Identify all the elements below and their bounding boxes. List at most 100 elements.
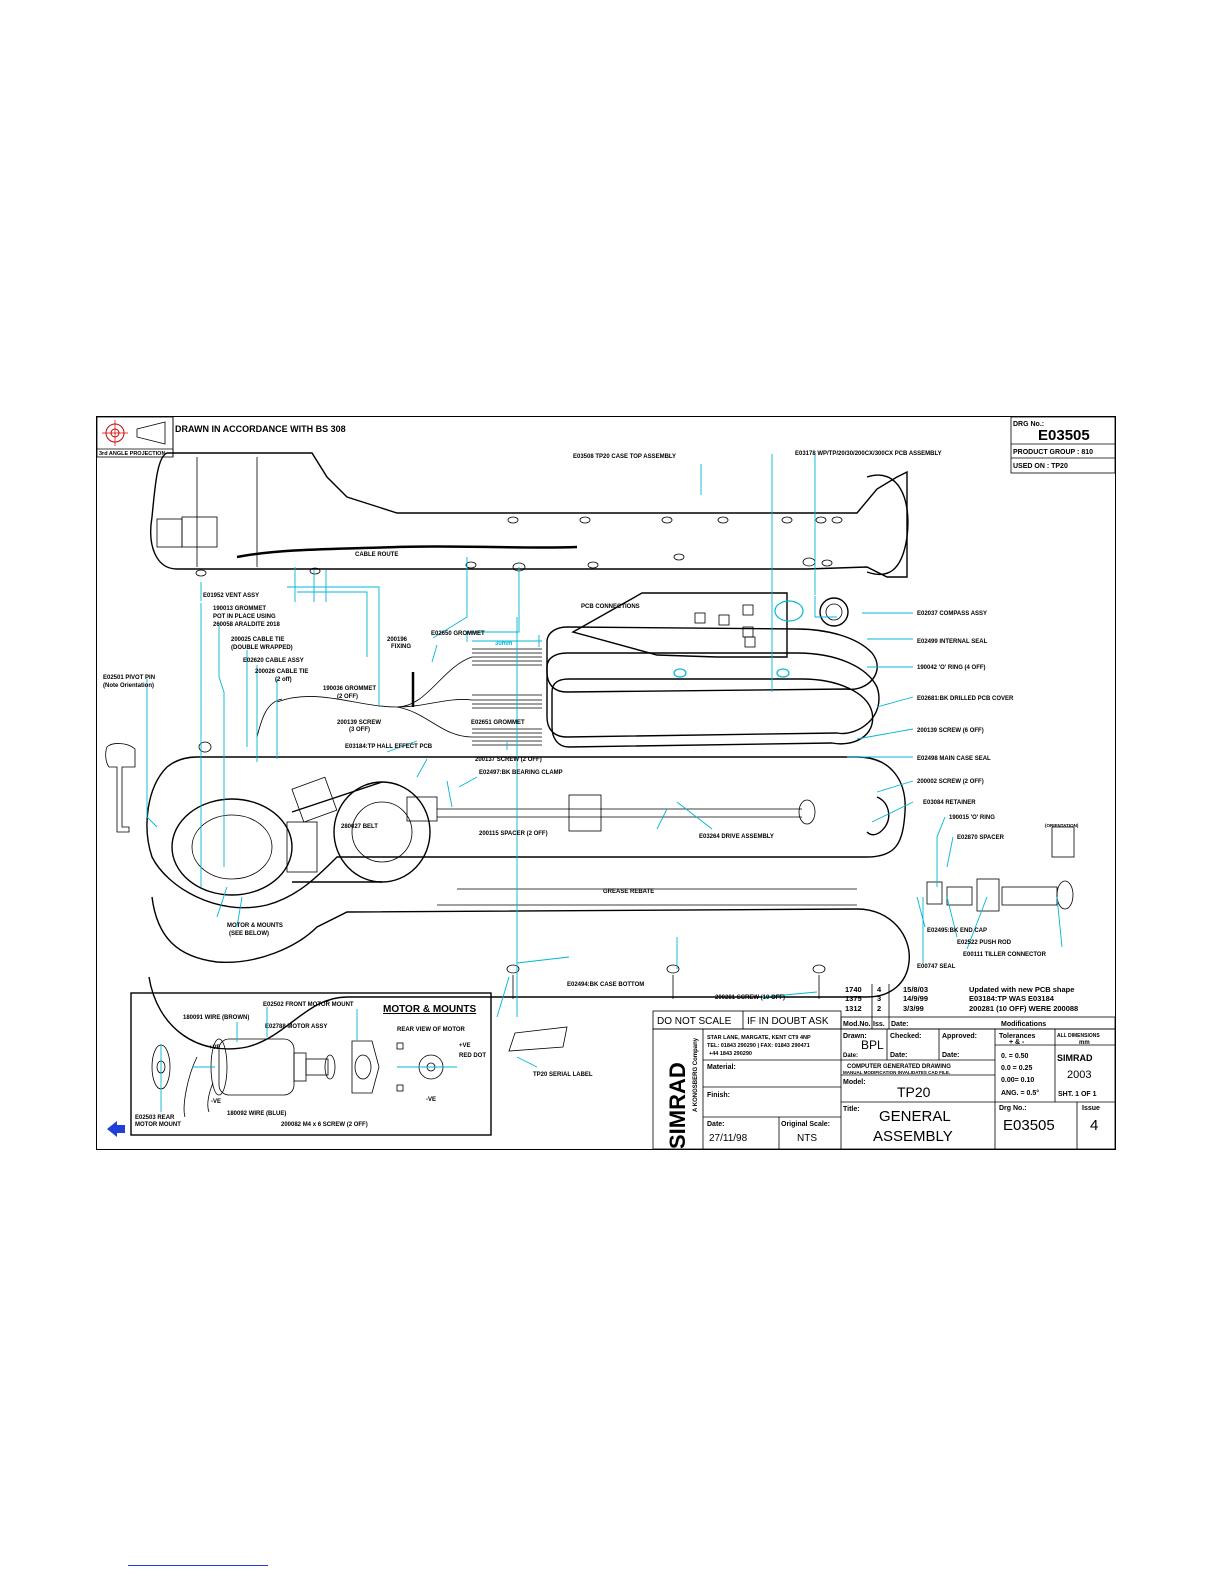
inset-wire-brown: 180091 WIRE (BROWN) — [183, 1015, 249, 1021]
rev-text: 200281 (10 OFF) WERE 200088 — [969, 1004, 1078, 1013]
callout-push-rod: E02522 PUSH ROD — [957, 940, 1012, 946]
modifications-label: Modifications — [1001, 1021, 1046, 1028]
drg-label: Drg No.: — [999, 1105, 1027, 1112]
all-dims-label: ALL DIMENSIONS — [1057, 1033, 1100, 1039]
callout-cable-assy: E02620 CABLE ASSY — [243, 658, 304, 664]
issue-value: 4 — [1090, 1117, 1098, 1134]
callout-cable-tie-1: 200025 CABLE TIE — [231, 637, 284, 643]
callout-hall-pcb: E03184:TP HALL EFFECT PCB — [345, 744, 433, 750]
callout-screw-200281: 200281 SCREW (10 OFF) — [715, 995, 785, 1001]
callout-spacer-e02870: E02870 SPACER — [957, 835, 1005, 841]
revision-row: E03184:TP WAS E03184 — [969, 994, 1055, 1003]
callout-screw-200139-2: (3 OFF) — [349, 727, 370, 733]
address-1: STAR LANE, MARGATE, KENT CT9 4NP — [707, 1035, 811, 1041]
date-value: 27/11/98 — [709, 1133, 748, 1144]
inset-title: MOTOR & MOUNTS — [383, 1004, 476, 1015]
callout-compass: E02037 COMPASS ASSY — [917, 611, 987, 617]
inset-rear-mount-2: MOTOR MOUNT — [135, 1122, 181, 1128]
approved-label: Approved: — [942, 1033, 977, 1040]
callout-bearing-clamp: E02497:BK BEARING CLAMP — [479, 770, 563, 776]
callout-case-top: E03508 TP20 CASE TOP ASSEMBLY — [573, 454, 676, 460]
callout-spacer-200115: 200115 SPACER (2 OFF) — [479, 831, 548, 837]
model-label: Model: — [843, 1079, 866, 1086]
drawing-canvas: 3rd ANGLE PROJECTION DRAWN IN ACCORDANCE… — [97, 417, 1116, 1150]
callout-dim-30mm: 30mm — [495, 641, 512, 647]
inset-wire-blue: 180092 WIRE (BLUE) — [227, 1111, 286, 1117]
case-bottom-drawing — [105, 741, 1075, 1052]
drg-no-label: DRG No.: — [1013, 421, 1044, 428]
finish-label: Finish: — [707, 1092, 730, 1099]
callout-grease: GREASE REBATE — [603, 889, 654, 895]
callout-motor-mounts-1: MOTOR & MOUNTS — [227, 923, 283, 929]
callout-drive-assy: E03264 DRIVE ASSEMBLY — [699, 834, 774, 840]
callout-vent: E01952 VENT ASSY — [203, 593, 259, 599]
revision-row: 1312 2 3/3/99 200281 (10 OFF) WERE 20008… — [845, 1004, 1078, 1013]
inset-rear-mount-1: E02503 REAR — [135, 1115, 175, 1121]
inset-minus-ve-1: -VE — [211, 1099, 221, 1105]
date-col-label: Date: — [891, 1021, 909, 1028]
drg-number-box: DRG No.: E03505 PRODUCT GROUP : 810 USED… — [1010, 417, 1116, 474]
callout-belt: 280027 BELT — [341, 824, 378, 830]
used-on: USED ON : TP20 — [1013, 463, 1068, 470]
callout-pcb-connections: PCB CONNECTIONS — [581, 604, 640, 610]
callout-cable-tie-3: 200026 CABLE TIE — [255, 669, 308, 675]
footer-link[interactable] — [128, 1565, 268, 1566]
tolerance-3: 0.00= 0.10 — [1001, 1077, 1034, 1084]
wiring-harness-drawing — [256, 648, 542, 746]
callout-grommet-190036-2: (2 OFF) — [337, 694, 358, 700]
all-dims-unit: mm — [1079, 1040, 1090, 1046]
back-arrow-icon[interactable] — [107, 1121, 125, 1137]
callout-motor-mounts-2: (SEE BELOW) — [229, 931, 269, 937]
callout-screw-200139-6: 200139 SCREW (6 OFF) — [917, 728, 984, 734]
product-group: PRODUCT GROUP : 810 — [1013, 449, 1093, 456]
case-top-drawing — [150, 452, 909, 578]
material-label: Material: — [707, 1064, 736, 1071]
rev-mod: 1312 — [845, 1004, 862, 1013]
callout-screw-200137: 200137 SCREW (2 OFF) — [475, 757, 542, 763]
sheet-number: SHT. 1 OF 1 — [1058, 1091, 1097, 1098]
callout-case-bottom: E02494:BK CASE BOTTOM — [567, 982, 644, 988]
callout-serial-label: TP20 SERIAL LABEL — [533, 1072, 593, 1078]
title-line-2: ASSEMBLY — [873, 1128, 953, 1145]
copyright-year: 2003 — [1067, 1069, 1091, 1081]
inset-screw: 200082 M4 x 6 SCREW (2 OFF) — [281, 1122, 368, 1128]
projection-symbol: 3rd ANGLE PROJECTION — [97, 417, 174, 458]
tolerances-label: Tolerances — [999, 1033, 1036, 1040]
approved-date-label: Date: — [942, 1052, 960, 1059]
callout-pivot-1: E02501 PIVOT PIN — [103, 675, 155, 681]
callout-o-ring-190015: 190015 'O' RING — [949, 815, 995, 821]
scale-label: Original Scale: — [781, 1121, 830, 1128]
kongsberg-label: A KONGSBERG Company — [693, 1037, 699, 1112]
title-block: DO NOT SCALE IF IN DOUBT ASK Mod.No. Iss… — [652, 1010, 1116, 1150]
callout-tiller: E00111 TILLER CONNECTOR — [963, 952, 1047, 958]
tolerance-ang: ANG. = 0.5° — [1001, 1089, 1039, 1097]
drawn-by: BPL — [861, 1038, 884, 1052]
revision-block: 1740 4 15/8/03 Updated with new PCB shap… — [845, 984, 1078, 1029]
cgd-1: COMPUTER GENERATED DRAWING — [847, 1064, 951, 1070]
motor-mounts-inset: MOTOR & MOUNTS E02502 FRONT MOTOR MOUNT … — [130, 992, 492, 1136]
address-2: TEL: 01843 290290 | FAX: 01843 290471 — [707, 1043, 810, 1049]
leader-lines — [146, 454, 1063, 1068]
rev-iss: 4 — [877, 985, 882, 994]
checked-date-label: Date: — [890, 1052, 908, 1059]
date-drawn-label: Date: — [843, 1053, 858, 1059]
callout-main-case-seal: E02498 MAIN CASE SEAL — [917, 756, 991, 762]
rev-mod: 1740 — [845, 985, 862, 994]
rev-date: 14/9/99 — [903, 994, 928, 1003]
callout-screw-200002: 200002 SCREW (2 OFF) — [917, 779, 984, 785]
callouts: E03508 TP20 CASE TOP ASSEMBLY E03178 WP/… — [103, 451, 1079, 1078]
rev-mod: 1375 — [845, 994, 862, 1003]
simrad-logo: SIMRAD — [665, 1062, 690, 1149]
callout-retainer: E03084 RETAINER — [923, 800, 976, 806]
callout-cable-tie-4: (2 off) — [275, 677, 292, 683]
tolerances-pm: + & - — [1009, 1039, 1025, 1046]
rev-iss: 3 — [877, 994, 881, 1003]
callout-drilled-pcb: E02681:BK DRILLED PCB COVER — [917, 696, 1014, 702]
callout-grommet-190013: 190013 GROMMET — [213, 606, 266, 612]
callout-cable-tie-2: (DOUBLE WRAPPED) — [231, 645, 293, 651]
callout-o-ring-190042: 190042 'O' RING (4 OFF) — [917, 665, 986, 671]
address-3: +44 1843 290290 — [709, 1051, 752, 1057]
pcb-stack-drawing — [546, 592, 880, 748]
callout-grommet-e02650: E02650 GROMMET — [431, 631, 485, 637]
standard-note: DRAWN IN ACCORDANCE WITH BS 308 — [175, 424, 346, 434]
